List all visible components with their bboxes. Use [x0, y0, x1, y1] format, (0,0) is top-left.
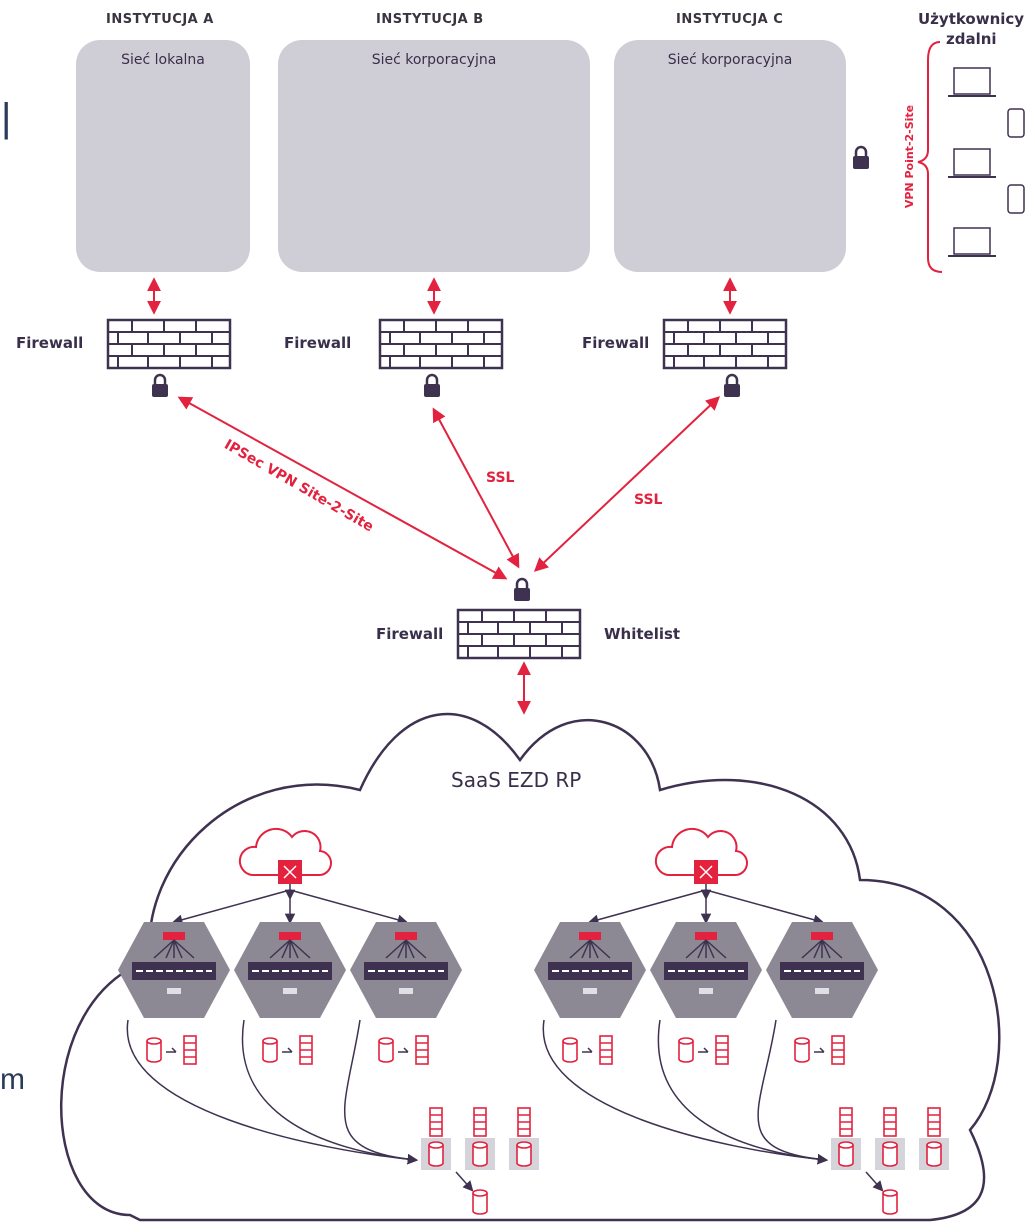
left-storage-db-icon-2 [516, 1141, 532, 1167]
right-database-icon-1 [678, 1037, 694, 1063]
laptop-icon-1 [947, 67, 997, 97]
laptop-icon-2 [947, 148, 997, 178]
firewall-c-label: Firewall [582, 334, 650, 352]
left-switch-icon [278, 860, 302, 884]
right-server-icon-1 [715, 1035, 729, 1065]
institution-a-network: Sieć lokalna [76, 40, 250, 272]
left-database-icon-0 [146, 1037, 162, 1063]
left-storage-server-icon-2 [517, 1107, 531, 1137]
right-server-icon-2 [831, 1035, 845, 1065]
right-database-icon-0 [562, 1037, 578, 1063]
institution-c-title: INSTYTUCJA C [676, 12, 784, 27]
right-cloud-icon [654, 827, 748, 877]
right-storage-db-icon-1 [882, 1141, 898, 1167]
phone-icon-2 [1007, 184, 1025, 214]
right-database-icon-2 [794, 1037, 810, 1063]
phone-icon-1 [1007, 108, 1025, 138]
right-storage-db-icon-0 [838, 1141, 854, 1167]
remote-users-bracket [917, 41, 943, 273]
right-storage-server-icon-0 [839, 1107, 853, 1137]
left-storage-server-icon-1 [473, 1107, 487, 1137]
left-server-icon-2 [415, 1035, 429, 1065]
laptop-icon-3 [947, 227, 997, 257]
central-lock-icon [512, 577, 532, 603]
right-storage-db-icon-2 [926, 1141, 942, 1167]
firewall-b-lock-icon [422, 373, 442, 399]
left-database-icon-2 [378, 1037, 394, 1063]
ssl-label-b: SSL [486, 470, 515, 486]
stray-pipe-text: | [1, 96, 12, 140]
remote-lock-icon [851, 145, 871, 171]
institution-c-network: Sieć korporacyjna [614, 40, 846, 272]
remote-users-title-line1: Użytkownicy [918, 10, 1025, 28]
right-storage-server-icon-2 [927, 1107, 941, 1137]
firewall-b-label: Firewall [284, 334, 352, 352]
institution-a-title: INSTYTUCJA A [106, 12, 214, 27]
right-backup-db-icon [882, 1189, 898, 1215]
left-cloud-icon [238, 827, 332, 877]
left-server-icon-1 [299, 1035, 313, 1065]
left-database-icon-1 [262, 1037, 278, 1063]
right-storage-server-icon-1 [883, 1107, 897, 1137]
vpn-point-2-site-label: VPN Point-2-Site [903, 104, 917, 209]
saas-title: SaaS EZD RP [451, 768, 582, 792]
ssl-link-c [533, 396, 721, 572]
central-firewall-icon [456, 608, 582, 660]
left-server-icon-0 [183, 1035, 197, 1065]
left-storage-server-icon-0 [429, 1107, 443, 1137]
firewall-c-lock-icon [722, 373, 742, 399]
ipsec-link [177, 396, 508, 580]
stray-m-text: m [0, 1063, 25, 1096]
right-server-icon-0 [599, 1035, 613, 1065]
institution-a-network-label: Sieć lokalna [121, 52, 205, 68]
institution-b-network: Sieć korporacyjna [278, 40, 590, 272]
left-backup-db-icon [472, 1189, 488, 1215]
institution-c-network-label: Sieć korporacyjna [667, 52, 793, 68]
firewall-a-label: Firewall [16, 334, 84, 352]
firewall-a-icon [106, 318, 232, 370]
institution-b-network-label: Sieć korporacyjna [371, 52, 497, 68]
ssl-link-b [432, 407, 520, 569]
ssl-label-c: SSL [634, 492, 663, 508]
left-storage-db-icon-1 [472, 1141, 488, 1167]
firewall-c-icon [662, 318, 788, 370]
institution-b-title: INSTYTUCJA B [376, 12, 484, 27]
right-switch-icon [694, 860, 718, 884]
whitelist-label: Whitelist [604, 625, 681, 643]
remote-users-title-line2: zdalni [946, 30, 997, 48]
central-firewall-label: Firewall [376, 625, 444, 643]
firewall-a-lock-icon [150, 373, 170, 399]
firewall-b-icon [378, 318, 504, 370]
left-storage-db-icon-0 [428, 1141, 444, 1167]
